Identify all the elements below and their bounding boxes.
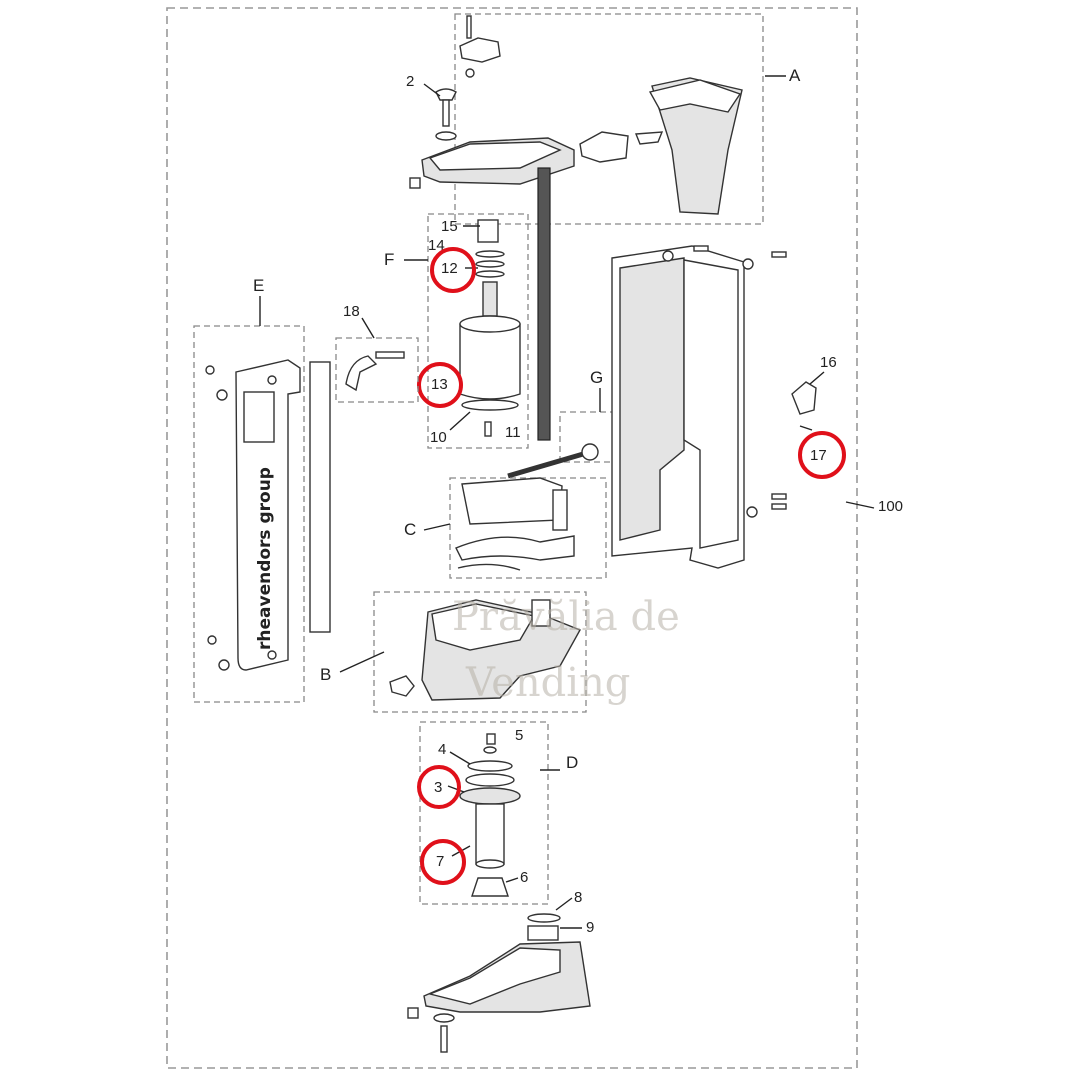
label-a: A [789,66,801,85]
highlight-circle-7 [420,839,466,885]
highlight-circle-17 [798,431,846,479]
part-18-box [335,337,419,403]
highlight-circle-13 [417,362,463,408]
label-b: B [320,665,331,684]
group-c-parts [455,477,575,571]
part-18 [345,351,405,392]
label-16: 16 [820,354,837,371]
group-b-box [373,591,587,713]
top-mount-block [409,88,664,189]
label-14: 14 [428,237,445,254]
watermark-line2: Vending [465,660,630,706]
label-12: 12 [441,260,458,277]
label-15: 15 [441,218,458,235]
group-g-parts [507,443,599,479]
leader-4 [449,751,471,765]
leader-17 [799,425,813,431]
group-a-parts [459,15,743,215]
leader-8 [555,897,573,911]
label-d: D [566,753,578,772]
highlight-circle-12 [430,247,476,293]
brand-text: rheavendors group [255,467,275,650]
label-10: 10 [430,429,447,446]
bottom-base [407,913,591,1053]
leader-b [339,651,385,673]
label-9: 9 [586,919,594,936]
label-5: 5 [515,727,523,744]
label-c: C [404,520,416,539]
group-a-box [454,13,764,225]
leader-10 [449,411,471,431]
label-13: 13 [431,376,448,393]
label-18: 18 [343,303,360,320]
label-11: 11 [505,424,521,441]
leader-3 [447,785,465,793]
label-2: 2 [406,73,414,90]
watermark-line1: Prăvălia de [452,594,680,640]
label-8: 8 [574,889,582,906]
outer-frame [166,7,858,1069]
leader-2 [423,83,441,97]
label-e: E [253,276,264,295]
group-e-box [193,325,305,703]
leader-c [423,523,451,531]
label-4: 4 [438,741,446,758]
leader-6 [505,877,519,883]
group-d-parts [459,733,521,897]
group-f-parts [459,219,521,437]
group-c-box [449,477,607,579]
label-g: G [590,368,603,387]
leader-100 [845,501,875,509]
label-17: 17 [810,447,827,464]
label-f: F [384,250,394,269]
main-frame [611,245,787,569]
label-3: 3 [434,779,442,796]
group-d-box [419,721,549,905]
leader-16 [809,371,825,385]
leader-18 [361,317,375,339]
label-7: 7 [436,853,444,870]
label-6: 6 [520,869,528,886]
label-100: 100 [878,498,903,515]
group-f-box [427,213,529,449]
group-b-parts [389,599,581,701]
highlight-circle-3 [417,765,461,809]
lead-screw [537,167,551,441]
group-e-parts [205,359,331,671]
part-16 [791,381,817,415]
